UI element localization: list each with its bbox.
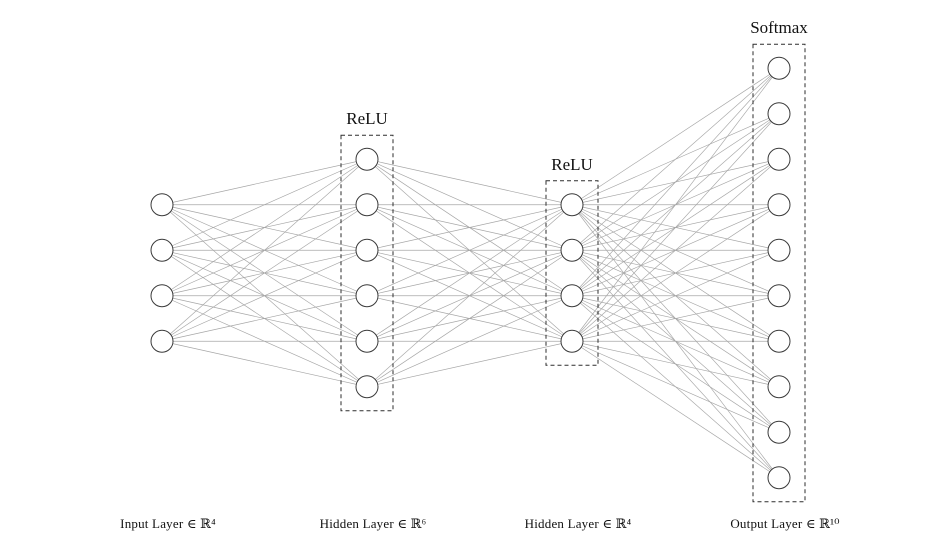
- layer-caption-output: Output Layer ∈ ℝ¹⁰: [730, 516, 840, 531]
- node-hidden1: [355, 329, 379, 353]
- edge: [571, 340, 780, 388]
- node-output: [767, 56, 791, 80]
- node-hidden1: [355, 193, 379, 217]
- edge: [366, 204, 573, 297]
- activation-label-hidden2: ReLU: [551, 154, 593, 174]
- activation-box-hidden2: [545, 180, 599, 366]
- edge: [366, 158, 573, 206]
- activation-box-output: [752, 43, 806, 503]
- edge: [571, 295, 780, 342]
- edge: [571, 249, 780, 342]
- activation-label-hidden1: ReLU: [346, 109, 388, 129]
- edge: [571, 113, 780, 342]
- edge: [571, 68, 780, 296]
- edge: [366, 295, 573, 388]
- node-output: [767, 193, 791, 217]
- edge: [161, 159, 368, 342]
- node-hidden1: [355, 238, 379, 262]
- edge: [161, 158, 368, 251]
- node-output: [767, 466, 791, 490]
- activation-label-output: Softmax: [750, 18, 808, 38]
- edge: [366, 204, 573, 342]
- edge: [161, 249, 368, 342]
- node-hidden1: [355, 284, 379, 308]
- node-input: [150, 284, 174, 308]
- node-output: [767, 420, 791, 444]
- node-hidden2: [560, 238, 584, 262]
- edge: [571, 340, 780, 433]
- node-output: [767, 329, 791, 353]
- layer-caption-hidden1: Hidden Layer ∈ ℝ⁶: [319, 516, 427, 531]
- node-hidden2: [560, 329, 584, 353]
- edge: [366, 204, 573, 251]
- node-output: [767, 375, 791, 399]
- node-output: [767, 284, 791, 308]
- edge: [161, 158, 368, 206]
- edge: [571, 340, 780, 479]
- node-hidden1: [355, 147, 379, 171]
- node-output: [767, 102, 791, 126]
- edge: [366, 249, 573, 388]
- edge: [571, 67, 780, 206]
- edge: [161, 158, 368, 297]
- node-input: [150, 329, 174, 353]
- node-output: [767, 238, 791, 262]
- edge: [571, 204, 780, 342]
- node-hidden2: [560, 193, 584, 217]
- node-hidden2: [560, 284, 584, 308]
- node-input: [150, 193, 174, 217]
- edge: [571, 68, 780, 342]
- edge: [161, 295, 368, 342]
- edge: [571, 159, 780, 342]
- activation-box-hidden1: [340, 134, 394, 412]
- edge: [571, 68, 780, 251]
- edge: [366, 340, 573, 388]
- node-output: [767, 147, 791, 171]
- edge: [366, 204, 573, 387]
- node-hidden1: [355, 375, 379, 399]
- layer-caption-input: Input Layer ∈ ℝ⁴: [120, 516, 216, 531]
- edge: [161, 204, 368, 342]
- layer-caption-hidden2: Hidden Layer ∈ ℝ⁴: [524, 516, 632, 531]
- node-input: [150, 238, 174, 262]
- edge: [161, 340, 368, 388]
